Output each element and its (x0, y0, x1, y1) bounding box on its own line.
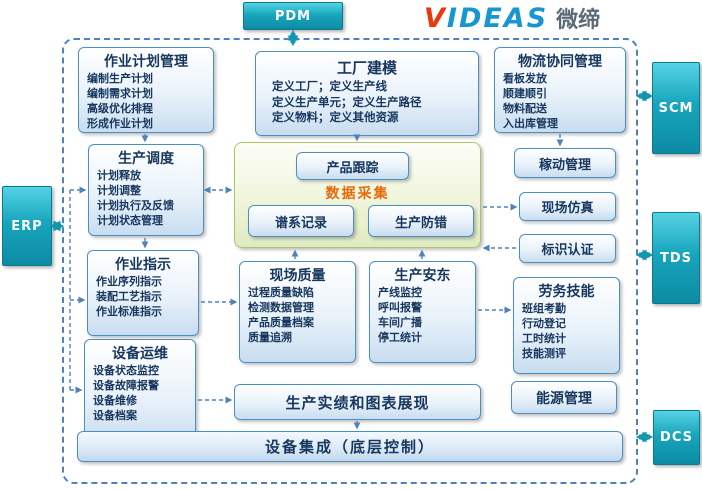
module-title: 工厂建模 (336, 59, 397, 77)
module-item: 计划调整 (97, 183, 141, 197)
module-item: 质量追溯 (248, 330, 292, 344)
external-system-scm: SCM (652, 62, 700, 154)
module-item: 编制生产计划 (87, 72, 153, 85)
module-utilization: 稼动管理 (514, 148, 616, 178)
module-item: 物料配送 (503, 101, 547, 115)
module-item: 车间广播 (378, 315, 422, 329)
module-equipment-integration: 设备集成（底层控制） (77, 431, 623, 462)
external-system-erp: ERP (2, 186, 52, 266)
module-simulation: 现场仿真 (519, 192, 616, 221)
module-item: 装配工艺指示 (96, 289, 162, 303)
external-system-pdm: PDM (243, 2, 343, 30)
module-title: 作业指示 (115, 257, 171, 273)
module-title: 设备运维 (112, 346, 168, 362)
external-system-dcs: DCS (653, 410, 700, 465)
module-item: 作业序列指示 (96, 275, 162, 288)
module-item: 定义工厂；定义生产线 (272, 79, 387, 93)
module-core-data-collection: 产品跟踪 数据采集 谱系记录 生产防错 (234, 142, 481, 248)
module-factory-modeling: 工厂建模 定义工厂；定义生产线 定义生产单元；定义生产路径 定义物料；定义其他资… (255, 51, 479, 136)
module-item: 计划状态管理 (97, 213, 163, 227)
module-item: 停工统计 (378, 330, 422, 344)
module-title: 生产安东 (394, 268, 451, 284)
module-item: 产品质量档案 (248, 315, 314, 329)
module-job-plan: 作业计划管理 编制生产计划 编制需求计划 高级优化排程 形成作业计划 (78, 47, 214, 133)
module-item: 行动登记 (522, 316, 566, 330)
module-performance-display: 生产实绩和图表展现 (234, 384, 481, 420)
logo: VIDEAS 微缔 (424, 2, 600, 34)
module-labor-skill: 劳务技能 班组考勤 行动登记 工时统计 技能测评 (513, 277, 620, 374)
module-item: 顺建顺引 (503, 86, 547, 100)
core-error-proofing: 生产防错 (368, 205, 474, 237)
module-title: 劳务技能 (538, 284, 595, 300)
module-item: 过程质量缺陷 (248, 286, 314, 299)
module-title: 生产调度 (118, 151, 174, 167)
module-item: 工时统计 (522, 331, 566, 345)
module-item: 设备档案 (93, 408, 137, 422)
module-andon: 生产安东 产线监控 呼叫报警 车间广播 停工统计 (369, 261, 476, 363)
module-title: 现场质量 (269, 268, 326, 284)
module-item: 编制需求计划 (87, 86, 153, 100)
module-item: 计划执行及反馈 (97, 198, 174, 212)
module-item: 看板发放 (503, 72, 547, 85)
module-scheduling: 生产调度 计划释放 计划调整 计划执行及反馈 计划状态管理 (88, 144, 204, 236)
core-product-tracking: 产品跟踪 (296, 152, 409, 180)
module-logistics: 物流协同管理 看板发放 顺建顺引 物料配送 入出库管理 (494, 47, 626, 133)
module-item: 定义生产单元；定义生产路径 (272, 94, 422, 109)
module-item: 形成作业计划 (87, 116, 153, 130)
module-item: 高级优化排程 (87, 101, 153, 115)
module-item: 技能测评 (522, 346, 566, 360)
module-title: 作业计划管理 (104, 54, 188, 70)
module-item: 设备状态监控 (93, 364, 159, 377)
module-item: 班组考勤 (522, 302, 566, 315)
module-item: 入出库管理 (503, 116, 558, 130)
module-job-instruction: 作业指示 作业序列指示 装配工艺指示 作业标准指示 (87, 250, 199, 336)
module-item: 计划释放 (97, 169, 141, 182)
module-item: 设备维修 (93, 393, 137, 407)
module-item: 作业标准指示 (96, 304, 162, 318)
module-item: 产线监控 (378, 286, 422, 299)
module-site-quality: 现场质量 过程质量缺陷 检测数据管理 产品质量档案 质量追溯 (239, 261, 356, 363)
module-equipment-om: 设备运维 设备状态监控 设备故障报警 设备维修 设备档案 (84, 339, 196, 445)
external-system-tds: TDS (652, 212, 700, 304)
module-energy: 能源管理 (511, 381, 617, 414)
module-item: 定义物料；定义其他资源 (272, 110, 399, 125)
module-item: 设备故障报警 (93, 378, 159, 392)
core-genealogy-record: 谱系记录 (248, 205, 354, 237)
logo-brand-videas: VIDEAS (424, 3, 549, 34)
logo-brand-chinese: 微缔 (556, 8, 601, 33)
module-identification: 标识认证 (519, 234, 616, 263)
module-title: 物流协同管理 (518, 54, 602, 70)
core-data-collection-label: 数据采集 (325, 186, 390, 202)
module-item: 检测数据管理 (248, 300, 314, 314)
module-item: 呼叫报警 (378, 300, 422, 314)
